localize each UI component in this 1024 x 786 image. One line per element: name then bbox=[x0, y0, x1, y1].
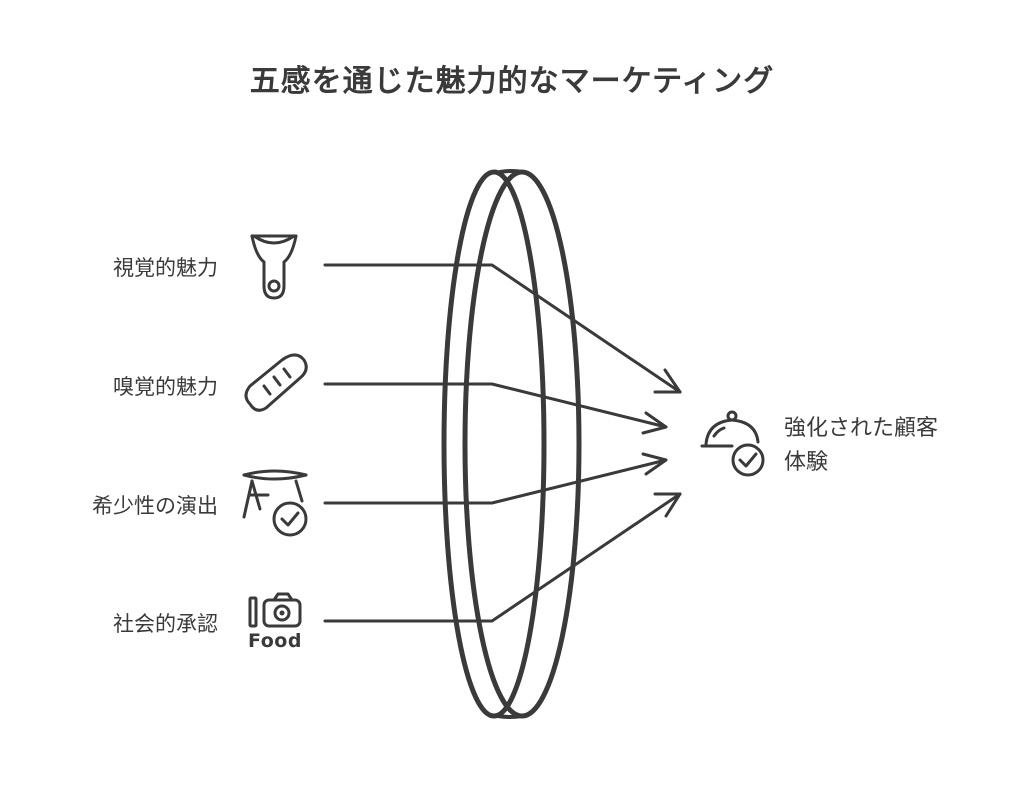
output-label-line1: 強化された顧客 bbox=[784, 416, 939, 441]
arrow-social-to-experience bbox=[323, 492, 682, 623]
output-label-line2: 体験 bbox=[784, 450, 829, 475]
input-label-smell: 嗅覚的魅力 bbox=[113, 375, 218, 399]
table-check-icon bbox=[242, 469, 308, 537]
food-label: Food bbox=[248, 630, 302, 652]
peeler-icon bbox=[250, 234, 298, 300]
output-label: 強化された顧客 体験 bbox=[784, 412, 1004, 480]
arrow-smell-to-experience bbox=[323, 382, 668, 435]
arrow-scarcity-to-experience bbox=[323, 452, 668, 505]
lens bbox=[441, 169, 582, 719]
arrow-visual-to-experience bbox=[323, 263, 682, 394]
diagram-title: 五感を通じた魅力的なマーケティング bbox=[249, 64, 775, 99]
input-label-scarcity: 希少性の演出 bbox=[92, 494, 218, 518]
input-label-social: 社会的承認 bbox=[113, 612, 218, 636]
input-label-visual: 視覚的魅力 bbox=[113, 256, 218, 280]
camera-icon bbox=[248, 592, 302, 628]
bread-icon bbox=[244, 353, 308, 412]
cloche-check-icon bbox=[700, 410, 765, 477]
food-camera-icon: Food bbox=[244, 590, 304, 660]
